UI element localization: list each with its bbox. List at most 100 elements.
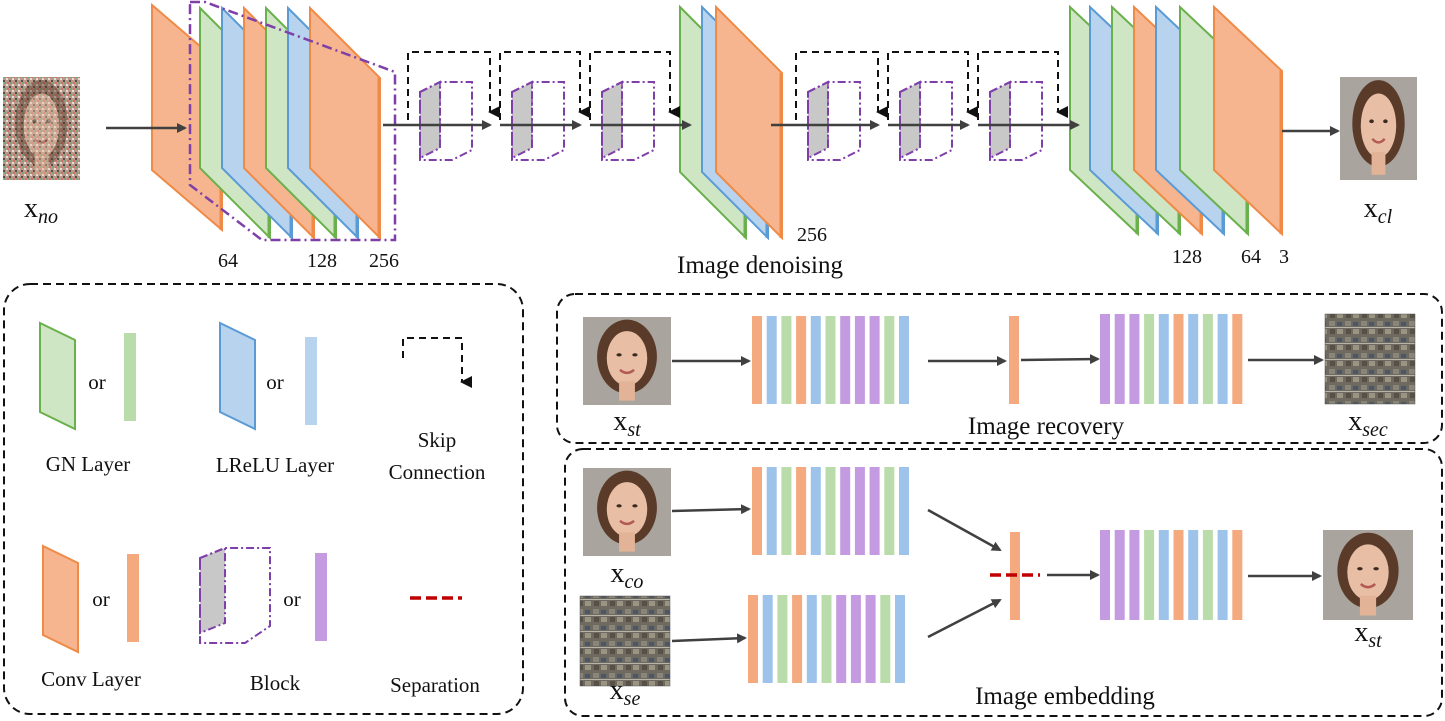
x-cl-label-subscript: cl: [1378, 206, 1393, 228]
legend-lrelu-bar: [305, 337, 317, 425]
legend-conv-label: Conv Layer: [41, 667, 141, 691]
embedding-secret-stack-bar-10: [880, 595, 891, 683]
recovery-decoder-stack-bar-3: [1129, 314, 1140, 404]
face: [1347, 544, 1389, 601]
embedding-decoder-stack-bar-2: [1114, 530, 1125, 620]
eye-right: [1373, 567, 1379, 571]
recovery-decoder-stack-bar-2: [1114, 314, 1125, 404]
smile: [1371, 137, 1386, 144]
channels-64-left: 64: [218, 250, 238, 272]
legend-gn-label: GN Layer: [46, 452, 131, 476]
embedding-cover-stack-bar-5: [810, 467, 821, 555]
smile: [1359, 583, 1377, 589]
legend-or-block: or: [283, 587, 301, 611]
channels-256-mid: 256: [797, 224, 827, 246]
recovery-mid-conv-bar: [1009, 316, 1019, 404]
embedding-secret-stack-bar-1: [748, 595, 758, 683]
embedding-cover-stack-bar-6: [825, 467, 836, 555]
embedding-decoder-stack-bar-3: [1129, 530, 1140, 620]
channels-64-right: 64: [1241, 246, 1261, 268]
legend-or-lrelu: or: [266, 370, 284, 394]
embedding-cover-stack-bar-1: [752, 467, 762, 555]
embedding-arrow-merge-top: [927, 508, 1002, 552]
eye-left: [1369, 119, 1374, 124]
embedding-secret-stack-bar-7: [836, 595, 847, 683]
embedding-secret-stack-bar-4: [792, 595, 803, 683]
block-2: [511, 80, 565, 161]
clean-face-image: [1340, 77, 1417, 180]
recovery-encoder-stack-bar-8: [854, 316, 865, 404]
neck: [1359, 595, 1377, 616]
x-sec-label-base: x: [1348, 406, 1362, 437]
cover-face-image: [583, 468, 671, 556]
block-face: [419, 80, 441, 160]
legend-panel: [3, 283, 524, 715]
embedding-cover-stack-bar-9: [869, 467, 880, 555]
recovery-encoder-stack-bar-9: [869, 316, 880, 404]
recovery-encoder-stack-bar-2: [766, 316, 777, 404]
embedding-panel: [564, 448, 1443, 717]
x-se-label-subscript: se: [624, 688, 641, 710]
x-co-label-base: x: [611, 558, 625, 589]
x-st-embedding-label: xst: [1354, 617, 1382, 652]
block-face: [511, 80, 533, 160]
legend-skip-arrow: [402, 337, 472, 388]
skip-connection-3: [589, 51, 680, 120]
skip-connection-5: [887, 51, 978, 120]
channels-3-right: 3: [1279, 246, 1289, 268]
legend-gn-bar: [124, 333, 136, 421]
recovery-encoder-stack-bar-3: [781, 316, 792, 404]
embedding-decoder-stack-bar-7: [1188, 530, 1199, 620]
block-6: [989, 80, 1043, 161]
recovery-encoder-stack: [752, 316, 909, 404]
recovery-encoder-stack-bar-6: [825, 316, 836, 404]
legend-skip-label-1: Skip: [418, 428, 457, 452]
x-se-label-base: x: [610, 675, 624, 706]
embedding-cover-stack-bar-10: [884, 467, 895, 555]
block-face: [601, 80, 623, 160]
x-st-recovery-label-base: x: [613, 406, 627, 437]
block-4: [807, 80, 861, 161]
neck: [1371, 152, 1386, 175]
recovery-encoder-stack-bar-4: [796, 316, 807, 404]
embedding-decoder-stack-bar-9: [1217, 530, 1228, 620]
secret-aerial-image-input: [579, 595, 671, 687]
skip-connection-6: [977, 51, 1068, 120]
x-se-label: xse: [610, 675, 641, 710]
embedding-secret-stack-bar-9: [865, 595, 876, 683]
x-sec-label: xsec: [1348, 406, 1388, 441]
legend-or-gn: or: [88, 370, 106, 394]
legend-block-outline: [199, 547, 271, 644]
embedding-cover-stack-bar-3: [781, 467, 792, 555]
block-face: [989, 80, 1011, 160]
legend-block-face: [199, 546, 226, 635]
embedding-secret-stack: [748, 595, 905, 683]
legend-or-conv: or: [92, 587, 110, 611]
embedding-cover-stack-bar-8: [854, 467, 865, 555]
legend-conv-layer-3d: [42, 544, 79, 654]
recovery-decoder-stack: [1100, 314, 1243, 404]
embedding-decoder-stack-bar-1: [1100, 530, 1110, 620]
face: [606, 482, 648, 537]
x-st-recovery-label-subscript: st: [627, 419, 641, 441]
embedding-arrow-cover: [671, 504, 751, 515]
stego-face-image-recovery: [583, 317, 671, 405]
x-cl-label: xcl: [1364, 193, 1393, 228]
legend-block-bar: [315, 553, 327, 641]
x-no-label: xno: [24, 193, 58, 228]
block-1: [419, 80, 473, 161]
x-st-embedding-label-base: x: [1354, 617, 1368, 648]
recovery-decoder-stack-bar-6: [1173, 314, 1184, 404]
x-no-label-base: x: [24, 193, 38, 224]
image-denoising-caption: Image denoising: [677, 252, 843, 279]
recovery-encoder-stack-bar-10: [884, 316, 895, 404]
recovery-arrow-3: [1020, 354, 1100, 365]
noise-overlay: [3, 77, 80, 180]
image-recovery-caption: Image recovery: [968, 413, 1125, 440]
x-cl-label-base: x: [1364, 193, 1378, 224]
recovery-encoder-stack-bar-5: [810, 316, 821, 404]
recovery-decoder-stack-bar-4: [1144, 314, 1155, 404]
embedding-secret-stack-bar-6: [821, 595, 832, 683]
smile: [619, 368, 635, 375]
